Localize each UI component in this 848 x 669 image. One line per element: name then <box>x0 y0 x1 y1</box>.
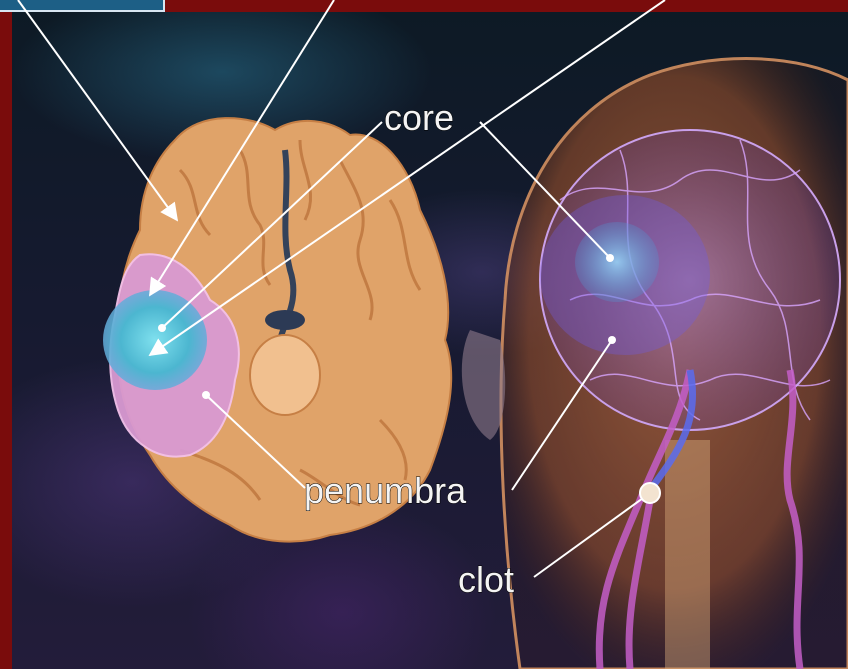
penumbra-label: penumbra <box>304 470 467 511</box>
ear-shape <box>462 330 505 440</box>
arrow-1 <box>18 0 177 220</box>
penumbra-zone-3d <box>540 195 710 355</box>
core-dot-right <box>606 254 614 262</box>
penumbra-dot-right <box>608 336 616 344</box>
penumbra-dot-left <box>202 391 210 399</box>
core-dot-left <box>158 324 166 332</box>
transparent-head-illustration <box>462 59 848 669</box>
core-label: core <box>384 97 454 138</box>
clot-marker <box>640 483 660 503</box>
brainstem <box>250 335 320 415</box>
clot-label: clot <box>458 559 514 600</box>
spinal-column <box>665 440 710 669</box>
core-zone <box>103 290 207 390</box>
ventricle-dark <box>265 310 305 330</box>
